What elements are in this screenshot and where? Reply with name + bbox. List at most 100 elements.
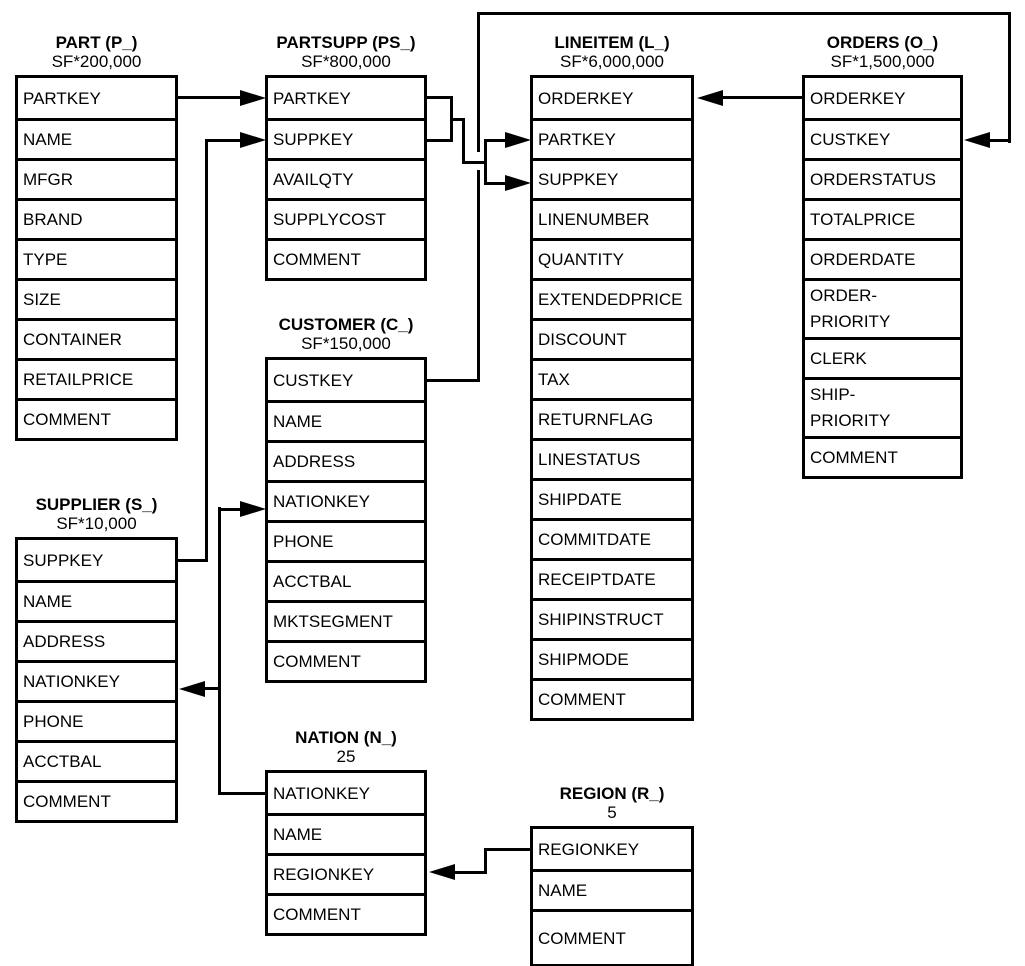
- connector-line: [203, 687, 220, 690]
- column-row: NAME: [533, 869, 691, 909]
- column-row: ORDERDATE: [805, 238, 960, 278]
- column-row: SUPPKEY: [533, 158, 691, 198]
- column-row: TAX: [533, 358, 691, 398]
- connector-line: [450, 118, 465, 121]
- column-row: COMMENT: [268, 893, 424, 933]
- connector-line: [477, 170, 480, 382]
- connector-line: [455, 871, 486, 874]
- arrowhead-left-icon: [964, 132, 990, 148]
- column-row: SUPPLYCOST: [268, 198, 424, 238]
- column-row: BRAND: [18, 198, 175, 238]
- table-title: REGION (R_): [559, 784, 665, 803]
- column-row: REGIONKEY: [538, 839, 640, 859]
- column-row: ORDERKEY: [538, 88, 634, 108]
- column-row: NAME: [18, 580, 175, 620]
- connector-line: [484, 139, 487, 185]
- column-row: COMMITDATE: [533, 518, 691, 558]
- connector-line: [427, 96, 453, 99]
- column-row: COMMENT: [268, 640, 424, 680]
- column-row: CONTAINER: [18, 318, 175, 358]
- connector-line: [722, 96, 802, 99]
- connector-line: [218, 792, 265, 795]
- table-cardinality: SF*10,000: [56, 514, 137, 533]
- column-row: SHIPMODE: [533, 638, 691, 678]
- connector-line: [1008, 12, 1011, 143]
- column-row: COMMENT: [268, 238, 424, 278]
- connector-line: [986, 139, 1011, 142]
- column-row: ORDERSTATUS: [805, 158, 960, 198]
- connector-line: [477, 12, 480, 152]
- column-row: TYPE: [18, 238, 175, 278]
- column-row: CUSTKEY: [273, 370, 354, 390]
- column-row: PHONE: [18, 700, 175, 740]
- column-row: NAME: [18, 118, 175, 158]
- table-title: SUPPLIER (S_): [35, 495, 158, 514]
- connector-line: [477, 12, 1011, 15]
- arrowhead-right-icon: [240, 501, 266, 517]
- column-row: ACCTBAL: [18, 740, 175, 780]
- table-cardinality: SF*6,000,000: [560, 52, 664, 71]
- column-row: RETURNFLAG: [533, 398, 691, 438]
- column-row: ADDRESS: [18, 620, 175, 660]
- table-title: PARTSUPP (PS_): [276, 33, 416, 52]
- connector-line: [178, 559, 208, 562]
- table-cardinality: 5: [607, 803, 617, 822]
- column-row: RETAILPRICE: [18, 358, 175, 398]
- connector-line: [178, 96, 242, 99]
- column-row: MKTSEGMENT: [268, 600, 424, 640]
- column-row: REGIONKEY: [268, 853, 424, 893]
- column-row: DISCOUNT: [533, 318, 691, 358]
- column-row: COMMENT: [18, 398, 175, 438]
- column-row: ADDRESS: [268, 440, 424, 480]
- column-row: SUPPKEY: [23, 550, 104, 570]
- column-row: ORDER- PRIORITY: [805, 278, 960, 337]
- connector-line: [427, 379, 480, 382]
- column-row: MFGR: [18, 158, 175, 198]
- arrowhead-right-icon: [505, 132, 531, 148]
- column-row: NATIONKEY: [268, 480, 424, 520]
- column-row: SHIPDATE: [533, 478, 691, 518]
- column-row: PARTKEY: [23, 88, 101, 108]
- connector-line: [205, 139, 208, 562]
- table-cardinality: SF*200,000: [51, 52, 142, 71]
- column-row: ORDERKEY: [810, 88, 906, 108]
- table-title: PART (P_): [55, 33, 138, 52]
- connector-line: [462, 161, 487, 164]
- arrowhead-left-icon: [179, 681, 205, 697]
- arrowhead-right-icon: [505, 175, 531, 191]
- connector-line: [218, 508, 242, 511]
- column-row: NATIONKEY: [18, 660, 175, 700]
- column-row: PARTKEY: [273, 88, 351, 108]
- table-title: NATION (N_): [295, 728, 397, 747]
- column-row: QUANTITY: [533, 238, 691, 278]
- connector-line: [427, 139, 453, 142]
- column-row: COMMENT: [533, 678, 691, 718]
- column-row: PARTKEY: [533, 118, 691, 158]
- table-title: ORDERS (O_): [826, 33, 939, 52]
- table-cardinality: SF*150,000: [301, 334, 391, 353]
- column-row: LINENUMBER: [533, 198, 691, 238]
- column-row: SHIPINSTRUCT: [533, 598, 691, 638]
- column-row: LINESTATUS: [533, 438, 691, 478]
- connector-line: [484, 182, 507, 185]
- column-row: COMMENT: [533, 909, 691, 964]
- table-cardinality: SF*1,500,000: [830, 52, 935, 71]
- table-cardinality: SF*800,000: [301, 52, 391, 71]
- arrowhead-left-icon: [697, 90, 723, 106]
- column-row: AVAILQTY: [268, 158, 424, 198]
- column-row: NATIONKEY: [273, 783, 370, 803]
- column-row: CUSTKEY: [805, 118, 960, 158]
- connector-line: [484, 139, 507, 142]
- arrowhead-left-icon: [429, 864, 455, 880]
